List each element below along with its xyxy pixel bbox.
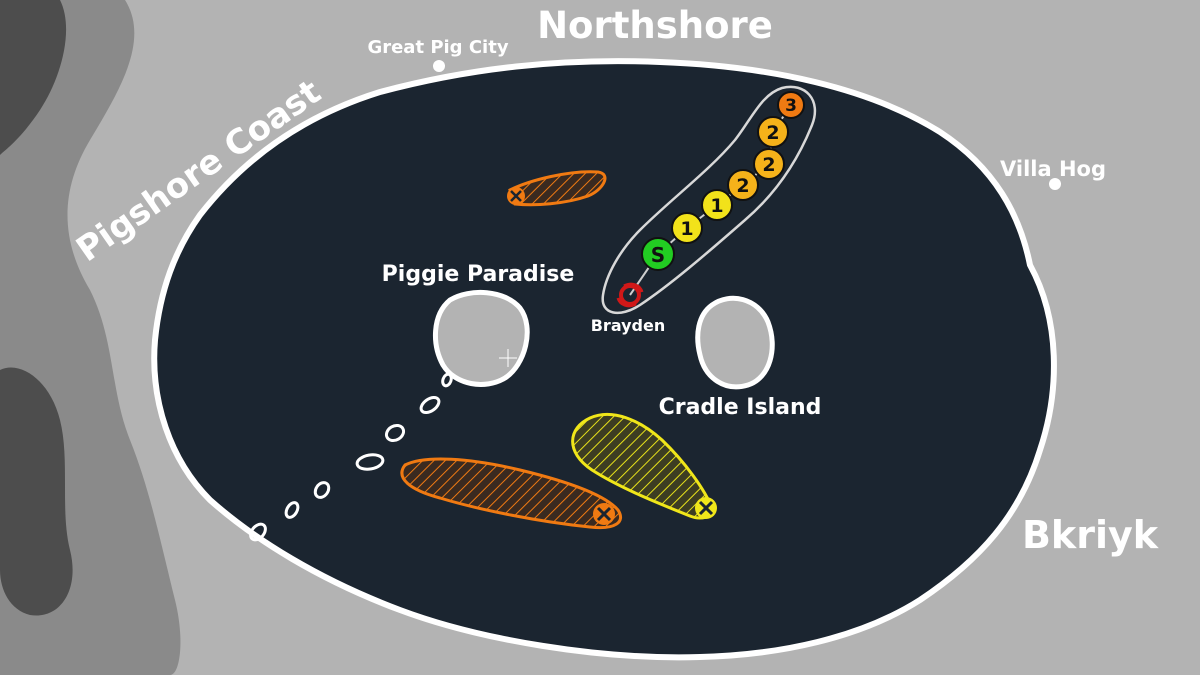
cone-south-end-marker [593, 503, 615, 525]
city-label-great-pig-city: Great Pig City [367, 37, 508, 58]
island-label-cradle-island: Cradle Island [659, 395, 822, 420]
svg-text:3: 3 [785, 96, 797, 116]
cone-south-orange [400, 457, 623, 530]
svg-text:2: 2 [762, 154, 775, 176]
cone-north-end-marker [507, 187, 525, 205]
storm-point-ts: S [641, 237, 675, 271]
svg-text:2: 2 [766, 122, 779, 144]
svg-text:2: 2 [736, 175, 749, 197]
storm-point-cat2-c: 2 [757, 116, 789, 148]
city-dot-villa-hog [1049, 178, 1061, 190]
island-cradle-shape [695, 295, 775, 390]
islet-chain [249, 372, 453, 542]
svg-text:S: S [651, 243, 665, 267]
svg-text:1: 1 [710, 195, 723, 217]
cone-yellow-end-marker [695, 497, 717, 519]
city-label-villa-hog: Villa Hog [1000, 157, 1106, 181]
region-label-northshore: Northshore [537, 4, 773, 47]
crosshair-marker [499, 349, 517, 367]
region-label-bkriyk: Bkriyk [1022, 513, 1159, 557]
city-dot-great-pig-city [433, 60, 445, 72]
storm-point-cat2-b: 2 [753, 148, 785, 180]
island-piggie-paradise-shape [432, 289, 530, 387]
storm-remnant-point [616, 282, 644, 308]
west-land-dark-south [0, 367, 73, 616]
storm-name-label: Brayden [591, 316, 666, 335]
island-label-piggie-paradise: Piggie Paradise [382, 262, 575, 287]
storm-point-cat3: 3 [777, 91, 805, 119]
west-land-dark-north [0, 0, 67, 155]
cone-north-orange [508, 170, 607, 207]
ocean-basin [151, 58, 1057, 661]
storm-point-cat1-b: 1 [701, 189, 733, 221]
svg-text:1: 1 [680, 218, 693, 240]
storm-point-cat2-a: 2 [727, 169, 759, 201]
storm-point-cat1-a: 1 [671, 212, 703, 244]
storm-track-outline [601, 85, 817, 315]
